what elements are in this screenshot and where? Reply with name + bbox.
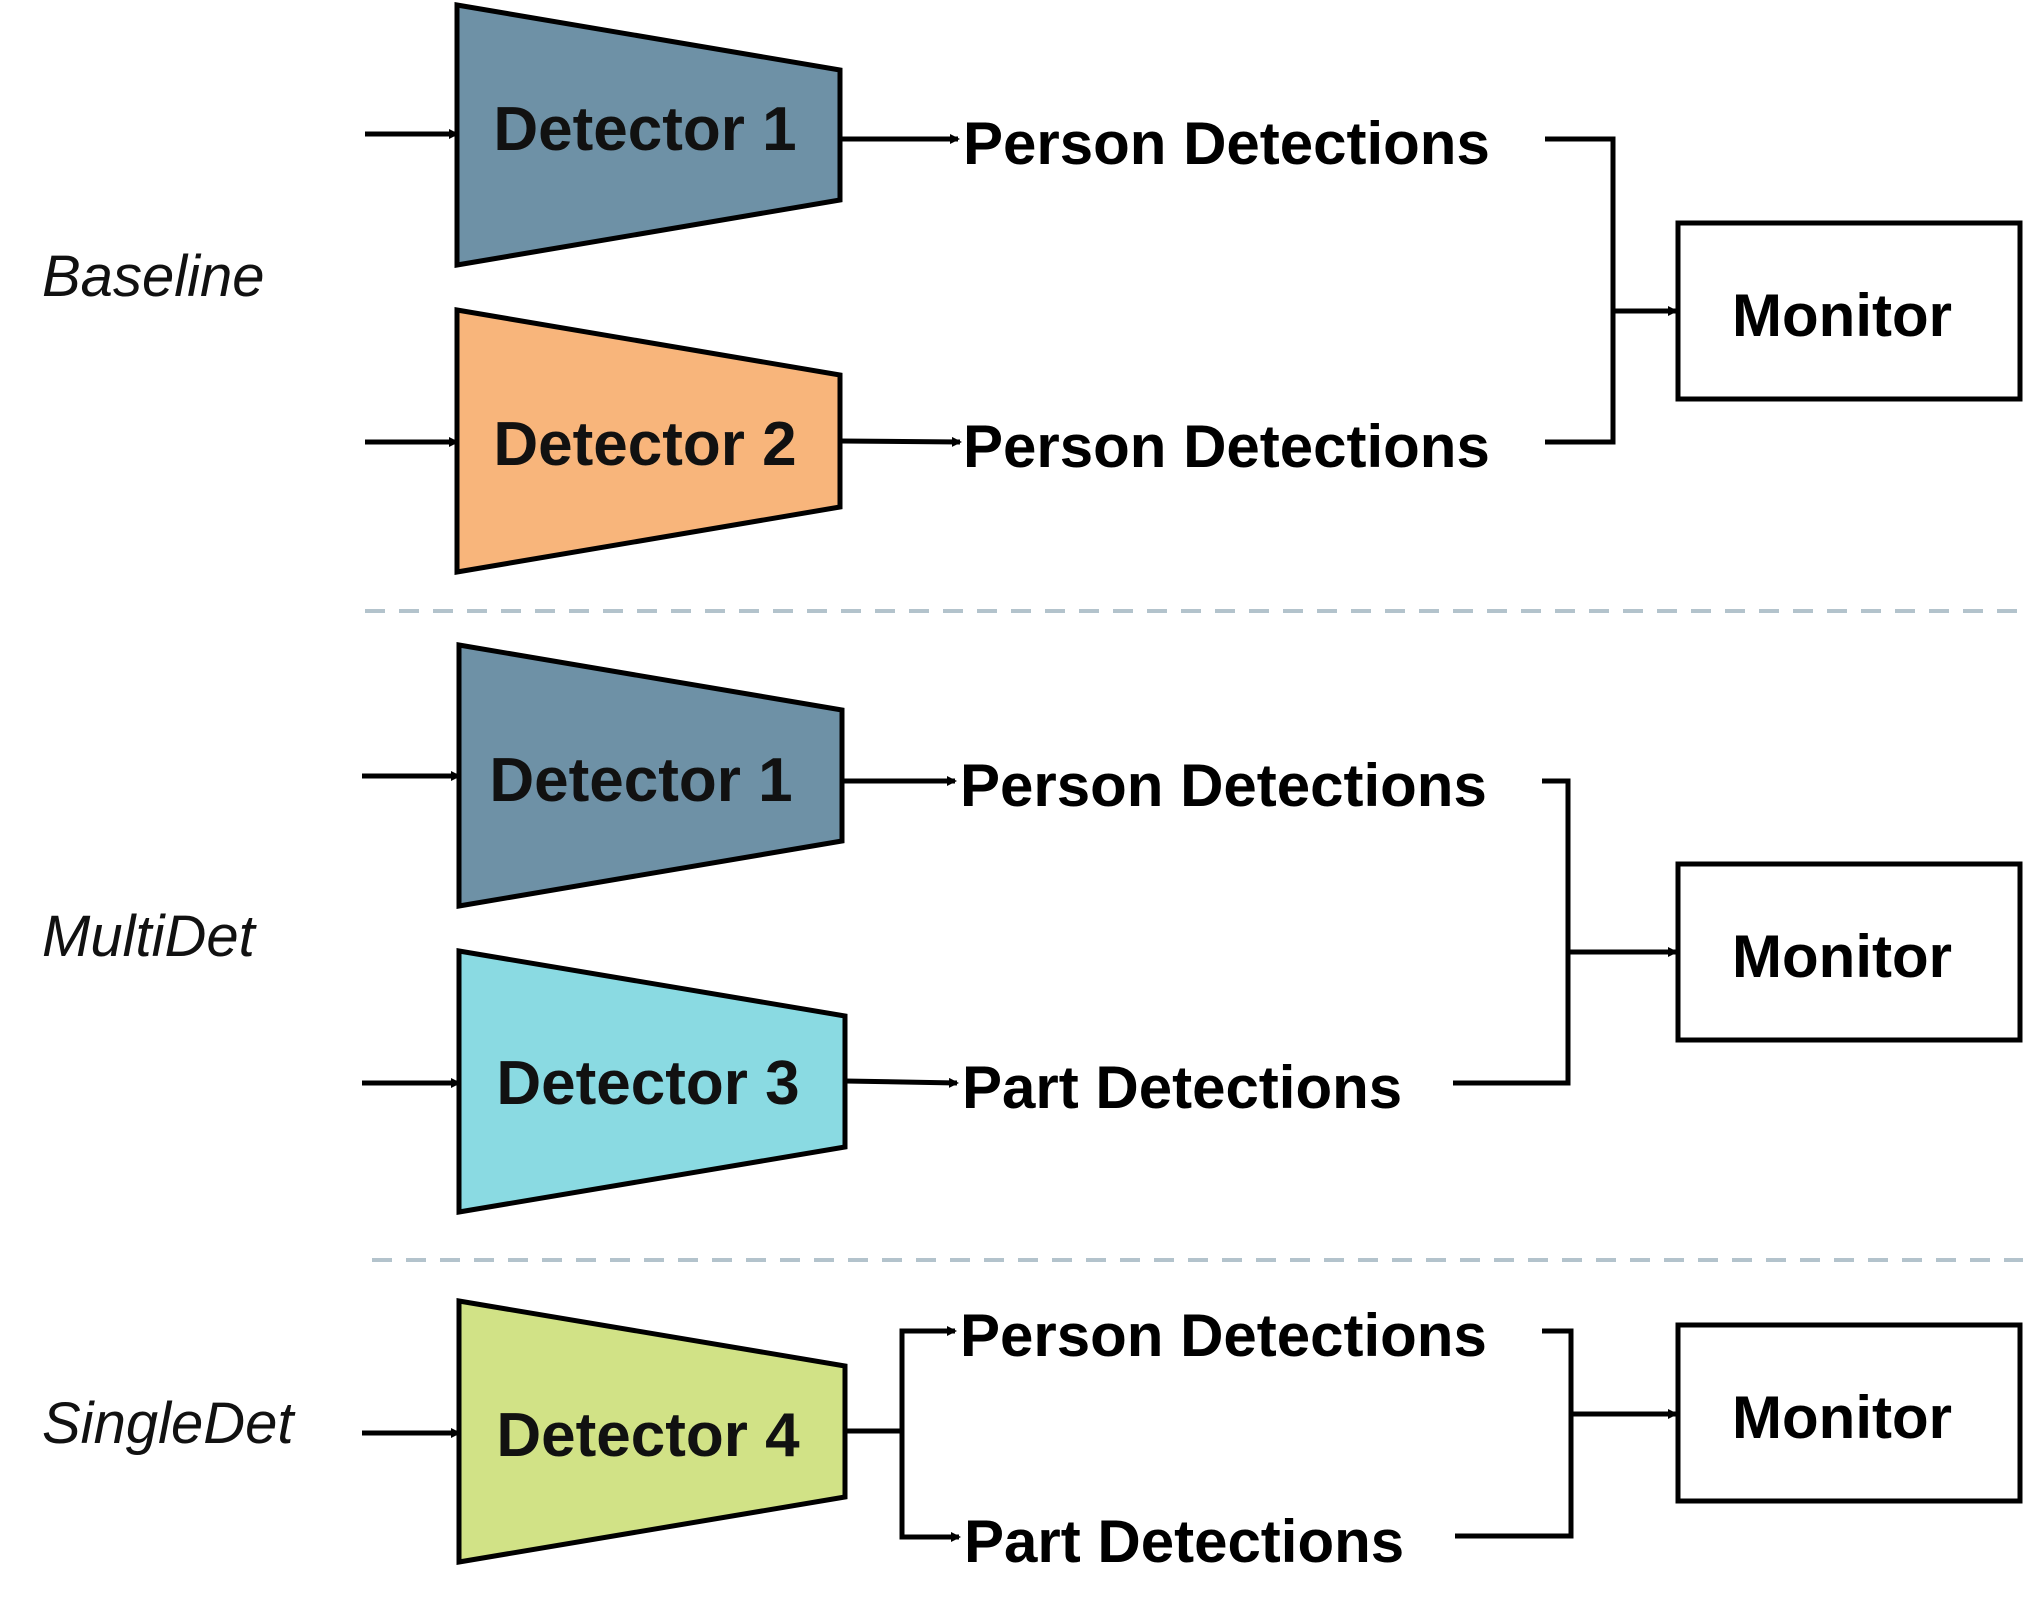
monitor-box bbox=[1675, 1322, 2023, 1504]
detector-4-label: Detector 4 bbox=[496, 1401, 800, 1470]
output-arrow bbox=[839, 436, 962, 447]
output-arrow bbox=[899, 1532, 961, 1542]
monitor-box bbox=[1675, 861, 2023, 1043]
merge-connector bbox=[1453, 778, 1571, 1086]
detector-1-shape bbox=[456, 642, 845, 909]
merge-connector bbox=[1455, 1328, 1574, 1539]
part-detections-label: Part Detections bbox=[964, 1508, 1404, 1575]
output-arrow bbox=[844, 1077, 959, 1088]
detector-3-label: Detector 3 bbox=[496, 1049, 799, 1118]
monitor-label: Monitor bbox=[1732, 923, 1952, 990]
detector-1-label: Detector 1 bbox=[489, 746, 792, 815]
section-label-baseline: Baseline bbox=[42, 244, 264, 309]
monitor-label: Monitor bbox=[1732, 282, 1952, 349]
detector-3-shape bbox=[456, 948, 848, 1215]
detector-1-shape bbox=[454, 2, 843, 268]
person-detections-label: Person Detections bbox=[963, 413, 1490, 480]
output-arrow bbox=[899, 1326, 957, 1539]
section-label-singledet: SingleDet bbox=[42, 1391, 296, 1456]
monitor-label: Monitor bbox=[1732, 1384, 1952, 1451]
person-detections-label: Person Detections bbox=[960, 1302, 1487, 1369]
section-label-multidet: MultiDet bbox=[42, 904, 258, 969]
section-baseline: Baseline Detector 1 Person Detections De… bbox=[42, 2, 2023, 575]
part-detections-label: Part Detections bbox=[962, 1054, 1402, 1121]
monitor-box bbox=[1675, 220, 2023, 402]
detector-1-label: Detector 1 bbox=[493, 95, 796, 164]
person-detections-label: Person Detections bbox=[963, 110, 1490, 177]
detector-4-shape bbox=[456, 1298, 848, 1565]
person-detections-label: Person Detections bbox=[960, 752, 1487, 819]
merge-connector bbox=[1545, 136, 1616, 445]
detector-2-label: Detector 2 bbox=[493, 410, 796, 479]
section-multidet: MultiDet Detector 1 Person Detections De… bbox=[42, 642, 2023, 1215]
section-singledet: SingleDet Detector 4 Person Detections P… bbox=[42, 1298, 2023, 1575]
detector-2-shape bbox=[454, 307, 843, 575]
